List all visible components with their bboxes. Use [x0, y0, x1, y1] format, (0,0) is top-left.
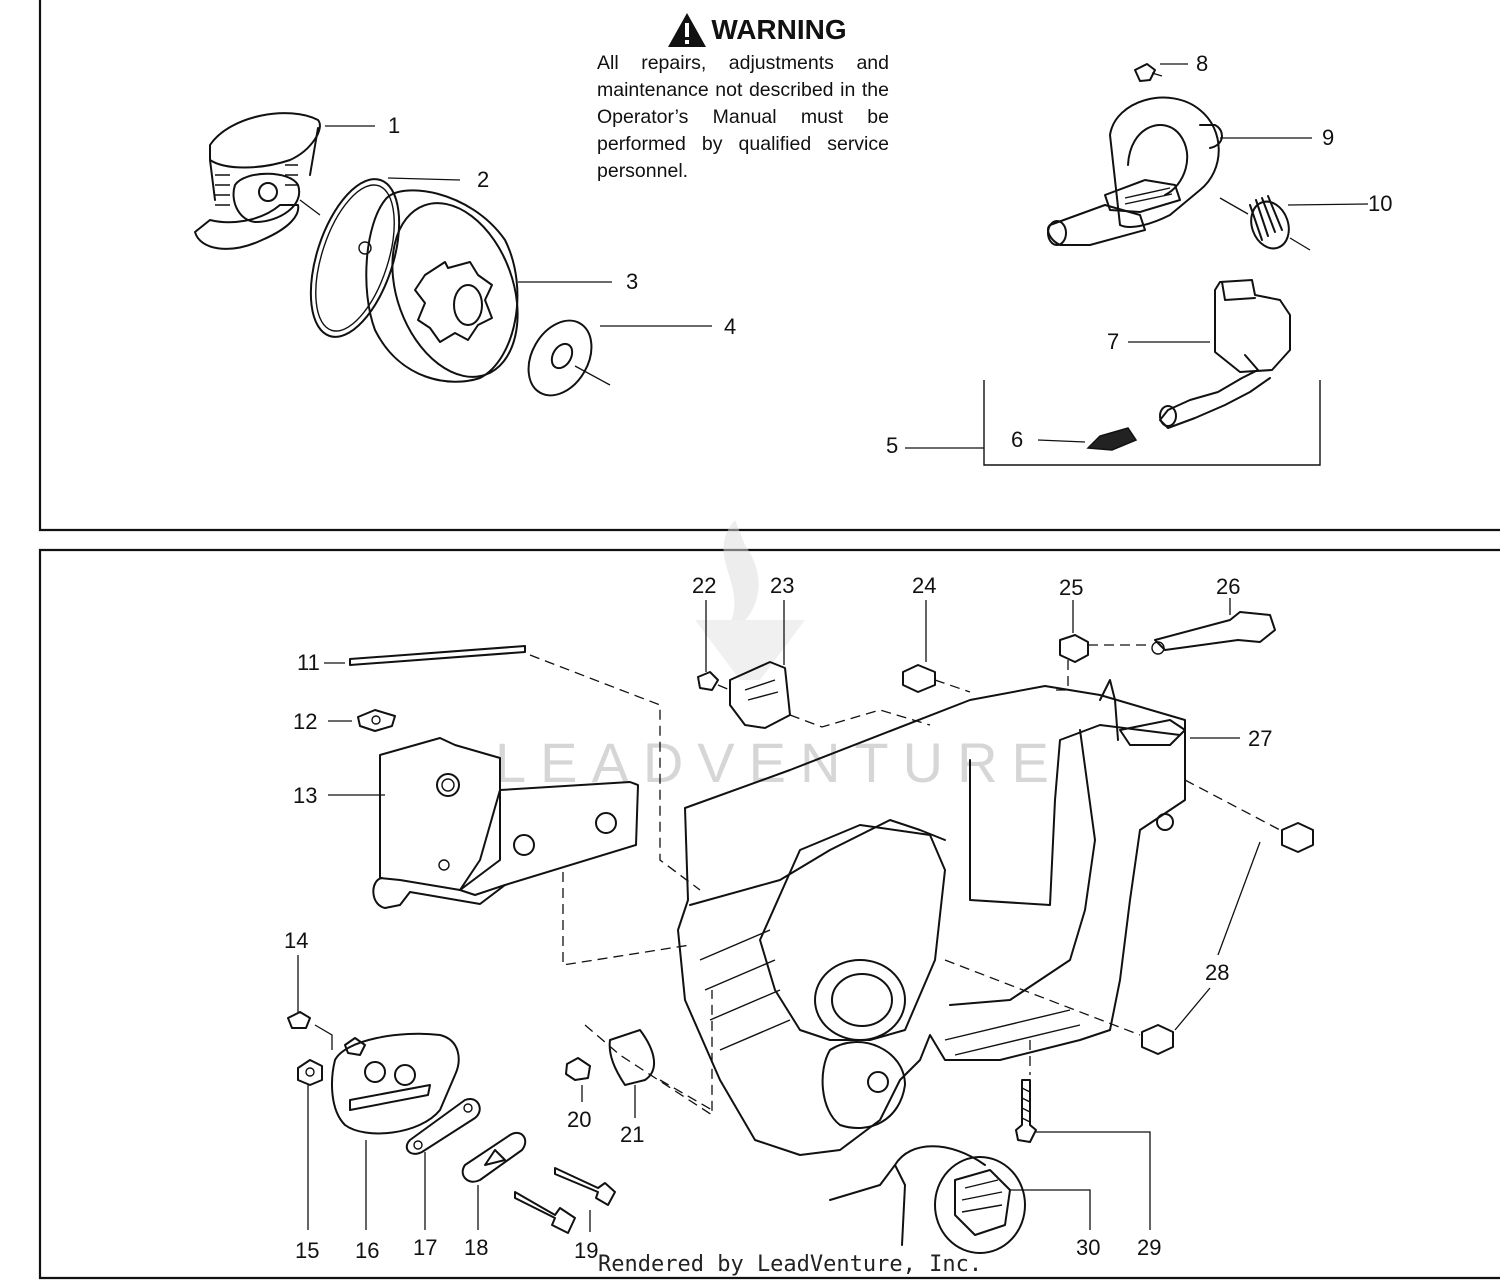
- callout-21: 21: [620, 1122, 644, 1147]
- screw-part: [1134, 63, 1163, 82]
- callout-12: 12: [293, 709, 317, 734]
- callout-8: 8: [1196, 51, 1208, 76]
- callout-20: 20: [567, 1107, 591, 1132]
- filler-cap-part: [829, 1145, 1026, 1254]
- worm-gear-part: [1249, 195, 1290, 250]
- nut-parts: [287, 1011, 323, 1086]
- tensioner-lever-part: [1151, 611, 1276, 655]
- oil-filter-part: [1086, 427, 1138, 451]
- callout-14: 14: [284, 928, 308, 953]
- washer-part: [527, 319, 593, 397]
- adjusting-screw-parts: [514, 1167, 616, 1234]
- housing-nut-parts: [1141, 822, 1314, 1055]
- callout-6: 6: [1011, 427, 1023, 452]
- callout-13: 13: [293, 783, 317, 808]
- callout-9: 9: [1322, 125, 1334, 150]
- callout-3: 3: [626, 269, 638, 294]
- clutch-shoe-part: [194, 112, 321, 250]
- callout-7: 7: [1107, 329, 1119, 354]
- callout-2: 2: [477, 167, 489, 192]
- screw-bracket-parts: [697, 661, 791, 729]
- callout-18: 18: [464, 1235, 488, 1260]
- callout-30: 30: [1076, 1235, 1100, 1260]
- warning-triangle-icon: [668, 13, 707, 47]
- callout-22: 22: [692, 573, 716, 598]
- callout-4: 4: [724, 314, 736, 339]
- callout-numbers: 1 2 3 4 5 6 7 8 9 10 11 12 13 14 15 16 1…: [284, 51, 1392, 1263]
- lower-panel-frame: [38, 548, 1500, 1280]
- callout-28: 28: [1205, 960, 1229, 985]
- clip-nut-parts: [902, 634, 1089, 693]
- oil-pump-part: [1047, 96, 1223, 246]
- warning-text: All repairs, adjustments and maintenance…: [597, 52, 889, 182]
- bar-nut-part: [357, 709, 396, 732]
- group-bracket: [983, 380, 1321, 466]
- lower-leaders: [297, 598, 1261, 1232]
- callout-24: 24: [912, 573, 936, 598]
- warning-box: WARNING All repairs, adjustments and mai…: [597, 12, 889, 185]
- oil-pickup-part: [1159, 279, 1291, 429]
- crankcase-housing-part: [677, 679, 1186, 1156]
- callout-25: 25: [1059, 575, 1083, 600]
- clutch-washer-part: [309, 178, 401, 338]
- watermark-logo-icon: [695, 520, 805, 680]
- warning-title: WARNING: [711, 14, 847, 45]
- side-plate-part: [331, 1032, 460, 1135]
- screw-clip-parts: [565, 1029, 655, 1086]
- callout-10: 10: [1368, 191, 1392, 216]
- callout-19: 19: [574, 1238, 598, 1263]
- callout-15: 15: [295, 1238, 319, 1263]
- callout-23: 23: [770, 573, 794, 598]
- callout-11: 11: [297, 650, 320, 675]
- watermark-text: LEADVENTURE: [495, 731, 1063, 794]
- chain-catcher-part: [461, 1131, 527, 1183]
- callout-1: 1: [388, 113, 400, 138]
- assembly-dashes: [529, 644, 1281, 1117]
- callout-17: 17: [413, 1235, 437, 1260]
- long-screw-part: [1015, 1079, 1037, 1143]
- callout-5: 5: [886, 433, 898, 458]
- guide-bar-stud-part: [349, 645, 526, 666]
- callout-27: 27: [1248, 726, 1272, 751]
- chain-link-part: [405, 1098, 481, 1155]
- bar-plate-part: [372, 737, 639, 909]
- callout-16: 16: [355, 1238, 379, 1263]
- clutch-drum-part: [358, 189, 519, 383]
- upper-panel-frame: [38, 0, 1500, 532]
- callout-26: 26: [1216, 574, 1240, 599]
- rendered-by-footer: Rendered by LeadVenture, Inc.: [598, 1252, 983, 1277]
- callout-29: 29: [1137, 1235, 1161, 1260]
- upper-leaders: [299, 63, 1369, 449]
- warning-heading: WARNING: [657, 12, 857, 48]
